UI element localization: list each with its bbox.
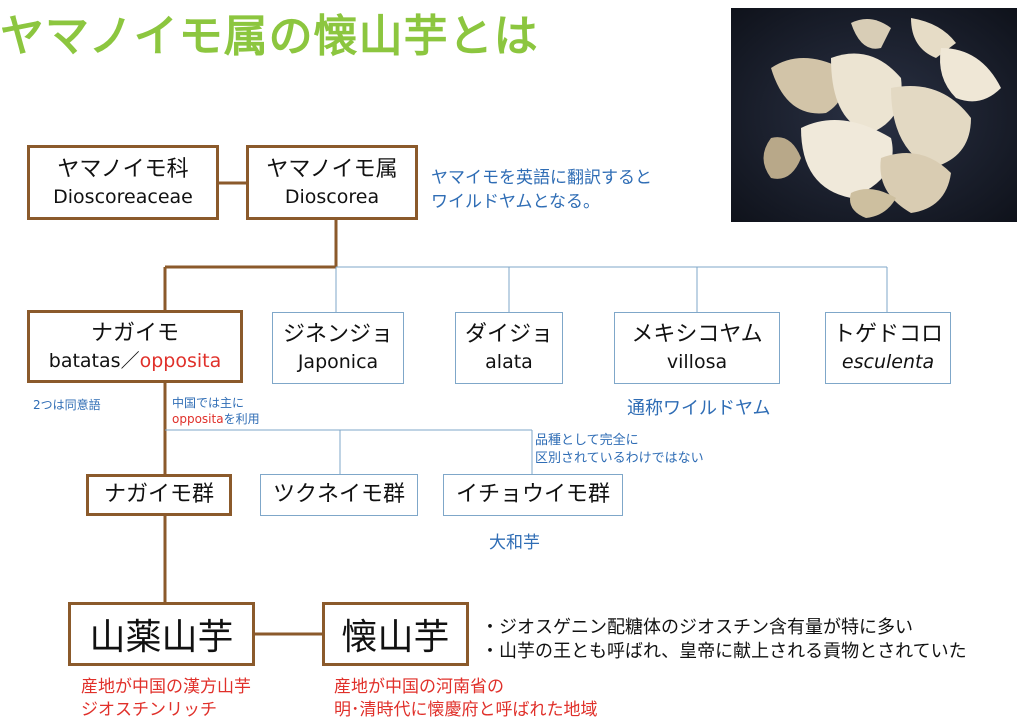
china-use-rest: を利用 — [223, 412, 260, 426]
kaisan-origin-line1: 産地が中国の河南省の — [334, 677, 504, 697]
node-nagaimo-group: ナガイモ群 — [86, 474, 232, 516]
china-use-note: 中国では主に oppositaを利用 — [172, 395, 260, 427]
common-name-note: 通称ワイルドヤム — [627, 398, 771, 419]
node-genus: ヤマノイモ属 Dioscorea — [246, 145, 418, 220]
node-kaisan: 懐山芋 — [322, 602, 469, 666]
node-ichou-group-ja: イチョウイモ群 — [455, 482, 610, 507]
node-jinenjo: ジネンジョ Japonica — [272, 312, 404, 384]
sanyaku-origin-line1: 産地が中国の漢方山芋 — [81, 677, 251, 697]
kaisan-origin-note: 産地が中国の河南省の 明･清時代に懐慶府と呼ばれた地域 — [334, 676, 598, 722]
node-mexico-la: villosa — [666, 351, 728, 373]
kaisan-feature-2: ・山芋の王とも呼ばれ、皇帝に献上される貢物とされていた — [481, 641, 967, 662]
node-daijo: ダイジョ alata — [455, 312, 563, 384]
sanyaku-origin-line2: ジオスチンリッチ — [81, 700, 217, 720]
node-nagaimo-group-ja: ナガイモ群 — [103, 482, 214, 507]
node-sanyaku-ja: 山薬山芋 — [89, 617, 234, 658]
node-ichou-group: イチョウイモ群 — [443, 474, 623, 516]
node-family: ヤマノイモ科 Dioscoreaceae — [27, 145, 219, 220]
node-nagaimo-ja: ナガイモ — [90, 320, 179, 346]
node-genus-ja: ヤマノイモ属 — [266, 156, 398, 182]
synonym-note: 2つは同意語 — [33, 398, 101, 412]
node-togedokoro-ja: トゲドコロ — [832, 322, 943, 347]
nagaimo-name-batatas: batatas — [48, 349, 121, 372]
node-togedokoro-la: esculenta — [841, 351, 935, 373]
node-nagaimo: ナガイモ batatas／opposita — [27, 310, 243, 383]
node-daijo-ja: ダイジョ — [464, 322, 553, 347]
variety-note-line1: 品種として完全に — [535, 433, 639, 448]
kaisan-feature-1: ・ジオスゲニン配糖体のジオスチン含有量が特に多い — [481, 617, 913, 638]
nagaimo-separator: ／ — [120, 349, 140, 372]
page-title: ヤマノイモ属の懐山芋とは — [0, 11, 539, 62]
node-sanyaku: 山薬山芋 — [68, 602, 255, 666]
node-family-la: Dioscoreaceae — [53, 185, 193, 208]
nagaimo-name-opposita: opposita — [139, 349, 222, 372]
node-jinenjo-la: Japonica — [297, 351, 379, 373]
node-kaisan-ja: 懐山芋 — [341, 617, 450, 658]
kaisan-origin-line2: 明･清時代に懐慶府と呼ばれた地域 — [334, 700, 598, 720]
node-genus-la: Dioscorea — [284, 185, 380, 208]
variety-note-line2: 区別されているわけではない — [535, 451, 704, 466]
dried-yam-slices-photo — [731, 8, 1017, 222]
node-tsukune-group: ツクネイモ群 — [260, 474, 418, 516]
variety-note: 品種として完全に 区別されているわけではない — [535, 432, 704, 468]
translation-note: ヤマイモを英語に翻訳すると ワイルドヤムとなる。 — [431, 166, 652, 214]
china-use-opposita: opposita — [172, 412, 224, 426]
sanyaku-origin-note: 産地が中国の漢方山芋 ジオスチンリッチ — [81, 676, 251, 722]
node-daijo-la: alata — [485, 351, 533, 373]
translation-note-line2: ワイルドヤムとなる。 — [431, 192, 600, 212]
node-tsukune-group-ja: ツクネイモ群 — [272, 482, 405, 507]
translation-note-line1: ヤマイモを英語に翻訳すると — [431, 168, 652, 188]
china-use-line1: 中国では主に — [172, 396, 245, 410]
node-family-ja: ヤマノイモ科 — [57, 156, 189, 182]
kaisan-features: ・ジオスゲニン配糖体のジオスチン含有量が特に多い ・山芋の王とも呼ばれ、皇帝に献… — [481, 616, 967, 664]
node-jinenjo-ja: ジネンジョ — [282, 322, 393, 347]
china-use-line2: oppositaを利用 — [172, 411, 260, 427]
node-nagaimo-la: batatas／opposita — [49, 348, 221, 374]
yamato-note: 大和芋 — [489, 533, 540, 553]
node-mexico-ja: メキシコヤム — [631, 322, 763, 347]
node-mexico: メキシコヤム villosa — [614, 312, 780, 384]
node-togedokoro: トゲドコロ esculenta — [825, 312, 951, 384]
